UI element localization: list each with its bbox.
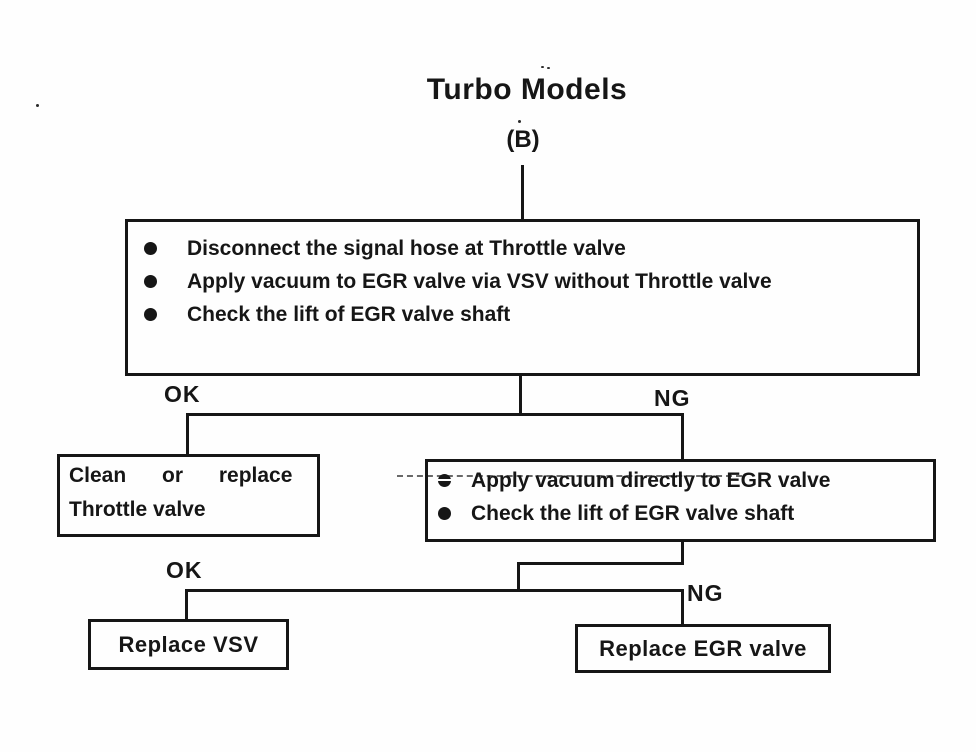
scan-speck xyxy=(518,120,521,123)
clean-throttle-line1: Clean or replace xyxy=(69,464,293,487)
connector-branch2-ok-drop xyxy=(185,589,188,621)
scan-speck xyxy=(547,67,550,69)
bullet-icon xyxy=(144,242,157,255)
step1-bullet-text: Disconnect the signal hose at Throttle v… xyxy=(187,236,626,260)
scan-speck xyxy=(541,66,544,68)
branch1-ng-label: NG xyxy=(654,385,691,411)
branch2-ok-label: OK xyxy=(166,557,203,583)
connector-jog-vertical xyxy=(517,562,520,592)
step2-bullet-row: Apply vacuum directly to EGR valve xyxy=(438,464,923,497)
scan-speck xyxy=(36,104,39,107)
step1-bullet-row: Apply vacuum to EGR valve via VSV withou… xyxy=(144,265,899,298)
connector-branch2-horizontal xyxy=(185,589,684,592)
page-title: Turbo Models xyxy=(426,73,628,106)
step1-box: Disconnect the signal hose at Throttle v… xyxy=(125,219,920,376)
section-label-b: (B) xyxy=(506,126,540,153)
replace-egr-text: Replace EGR valve xyxy=(599,635,807,661)
step1-bullet-text: Check the lift of EGR valve shaft xyxy=(187,302,511,326)
replace-vsv-text: Replace VSV xyxy=(118,631,259,657)
connector-jog-horizontal xyxy=(517,562,684,565)
branch1-ok-label: OK xyxy=(164,381,201,407)
bullet-icon xyxy=(438,507,451,520)
clean-throttle-box: Clean or replace Throttle valve xyxy=(57,454,320,537)
replace-vsv-box: Replace VSV xyxy=(88,619,289,670)
step1-bullet-row: Disconnect the signal hose at Throttle v… xyxy=(144,232,899,265)
clean-throttle-line2: Throttle valve xyxy=(69,498,206,521)
step1-bullet-row: Check the lift of EGR valve shaft xyxy=(144,298,899,331)
replace-egr-box: Replace EGR valve xyxy=(575,624,831,673)
connector-step1-drop xyxy=(519,374,522,415)
connector-b-to-step1 xyxy=(521,165,524,221)
connector-branch1-ng-drop xyxy=(681,413,684,461)
step2-bullet-text: Check the lift of EGR valve shaft xyxy=(471,501,795,525)
connector-branch1-ok-drop xyxy=(186,413,189,456)
branch2-ng-label: NG xyxy=(687,580,724,606)
step1-bullet-text: Apply vacuum to EGR valve via VSV withou… xyxy=(187,269,772,293)
bullet-icon xyxy=(144,275,157,288)
step2-bullet-row: Check the lift of EGR valve shaft xyxy=(438,497,923,530)
bullet-icon xyxy=(438,474,451,487)
connector-branch2-ng-drop xyxy=(681,589,684,626)
step2-box: Apply vacuum directly to EGR valve Check… xyxy=(425,459,936,542)
bullet-icon xyxy=(144,308,157,321)
step2-bullet-text: Apply vacuum directly to EGR valve xyxy=(471,468,831,492)
connector-branch1-horizontal xyxy=(186,413,684,416)
connector-step2-drop xyxy=(681,540,684,565)
